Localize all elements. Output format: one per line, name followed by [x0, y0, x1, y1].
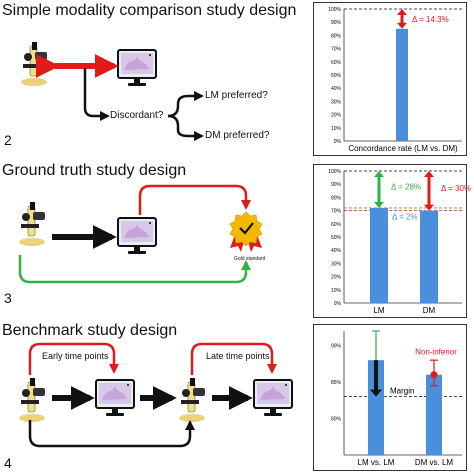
bar: [370, 207, 388, 303]
chart-svg: 0% 10% 20% 30% 40% 50% 60% 70% 80% 90% 100% LM DM Δ =…: [328, 169, 471, 315]
y-tick-label: 20%: [331, 275, 342, 281]
bar: [420, 210, 438, 303]
monitor-icon: [117, 217, 157, 255]
lm-delta-arrow-head-top: [374, 171, 384, 177]
y-tick-label: 100%: [328, 169, 341, 175]
concordance-chart: 0% 10% 20% 30% 40% 50% 60% 70% 80% 90% 100% Δ = 14.…: [313, 2, 467, 156]
bar: [426, 374, 442, 455]
non-inferior-label: Non-inferior: [415, 347, 457, 356]
panel-title-2: Simple modality comparison study design: [2, 2, 297, 19]
bar: [368, 360, 384, 455]
chart-svg: 0% 10% 20% 30% 40% 50% 60% 70% 80% 90% 100% Δ = 14.…: [328, 7, 462, 153]
x-category-label: Concordance rate (LM vs. DM): [348, 144, 458, 153]
y-tick-label: 60%: [331, 60, 342, 66]
arrow-early-time-points: [28, 342, 119, 375]
gold-standard-label: Gold standard: [234, 256, 266, 262]
y-tick-label: 10%: [331, 288, 342, 294]
y-tick-label: 0%: [334, 139, 342, 145]
microscope-icon: [18, 201, 46, 247]
arrow-dm-to-gold: [138, 184, 251, 215]
ground-truth-chart: 0% 10% 20% 30% 40% 50% 60% 70% 80% 90% 100% LM DM Δ =…: [313, 164, 471, 318]
lm-preferred-label: LM preferred?: [205, 90, 268, 101]
y-tick-label: 20%: [331, 113, 342, 119]
y-tick-label: 80%: [331, 417, 342, 423]
y-tick-label: 50%: [331, 73, 342, 79]
margin-label: Margin: [390, 387, 414, 396]
delta-arrow-head-bottom: [397, 22, 407, 29]
discordant-label: Discordant?: [110, 110, 164, 121]
microscope-icon: [18, 377, 46, 423]
y-tick-label: 100%: [328, 7, 341, 13]
lm-delta-label: Δ = 28%: [391, 182, 421, 191]
gold-standard-medal-icon: [229, 211, 263, 252]
y-tick-label: 60%: [331, 222, 342, 228]
dm-delta-arrow-head-bottom: [424, 204, 434, 211]
y-tick-label: 0%: [334, 301, 342, 307]
y-tick-label: 30%: [331, 261, 342, 267]
arrow-to-discordant: [83, 68, 110, 121]
dm-preferred-label: DM preferred?: [205, 130, 270, 141]
y-tick-label: 70%: [331, 47, 342, 53]
late-time-points-label: Late time points: [206, 351, 270, 361]
x-category-label: LM: [373, 306, 384, 315]
chart-svg: 80% 85% 90% LM vs. LM DM vs. LM Margin Non-inf…: [331, 330, 462, 467]
y-tick-label: 30%: [331, 99, 342, 105]
panel-number-3: 3: [4, 290, 12, 306]
y-tick-label: 50%: [331, 235, 342, 241]
arrow-to-dm-preferred: [167, 114, 204, 141]
panel-title-4: Benchmark study design: [2, 322, 178, 339]
x-category-label: LM vs. LM: [358, 458, 395, 467]
dm-delta-label: Δ = 30%: [441, 184, 471, 193]
bar: [396, 28, 408, 141]
benchmark-chart: 80% 85% 90% LM vs. LM DM vs. LM Margin Non-inf…: [313, 324, 467, 471]
dm-point: [430, 371, 438, 379]
y-tick-label: 85%: [331, 380, 342, 386]
margin-arrow-head: [370, 389, 382, 397]
delta-label: Δ = 14.3%: [412, 15, 449, 24]
y-tick-label: 90%: [331, 20, 342, 26]
y-tick-label: 10%: [331, 126, 342, 132]
y-tick-label: 90%: [331, 344, 342, 350]
y-tick-label: 90%: [331, 182, 342, 188]
microscope-icon: [178, 377, 206, 423]
x-category-label: DM: [423, 306, 436, 315]
monitor-icon: [117, 49, 157, 87]
panel-title-3: Ground truth study design: [2, 162, 187, 179]
arrow-lm-to-lm: [28, 420, 195, 448]
panel-number-2: 2: [4, 132, 12, 148]
panel-number-4: 4: [4, 455, 12, 471]
delta-arrow-head-top: [397, 9, 407, 15]
y-tick-label: 70%: [331, 209, 342, 215]
arrow-lm-to-gold: [18, 255, 251, 284]
x-category-label: DM vs. LM: [415, 458, 454, 467]
y-tick-label: 80%: [331, 195, 342, 201]
arrow-to-lm-preferred: [167, 91, 204, 118]
arrow-late-time-points: [190, 342, 277, 375]
lm-delta-arrow-head-bottom: [374, 201, 384, 208]
y-tick-label: 40%: [331, 86, 342, 92]
y-tick-label: 80%: [331, 33, 342, 39]
mid-delta-label: Δ = 2%: [392, 213, 418, 222]
y-tick-label: 40%: [331, 248, 342, 254]
dm-delta-arrow-head-top: [424, 171, 434, 177]
early-time-points-label: Early time points: [42, 351, 109, 361]
monitor-icon: [95, 379, 135, 417]
monitor-icon: [253, 379, 293, 417]
microscope-icon: [20, 41, 48, 87]
